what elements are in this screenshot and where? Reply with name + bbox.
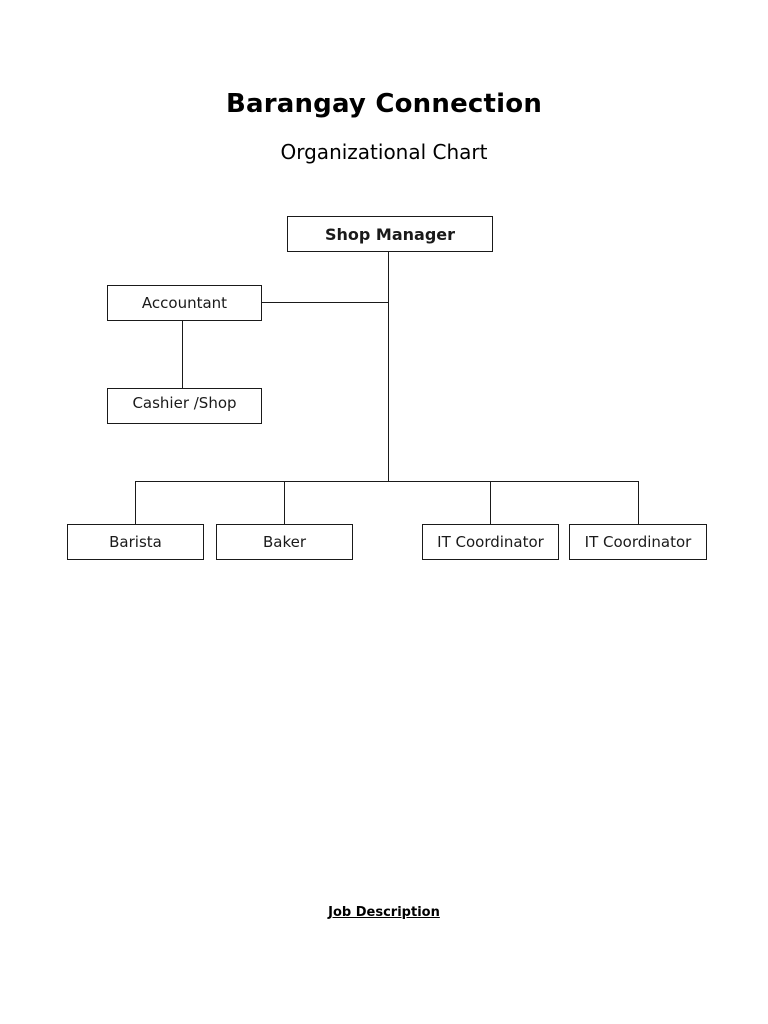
connector-drop-baker bbox=[284, 481, 285, 524]
node-it-coordinator-2-label: IT Coordinator bbox=[584, 532, 692, 551]
node-barista[interactable]: Barista bbox=[67, 524, 204, 560]
node-shop-manager-label: Shop Manager bbox=[324, 224, 456, 244]
connector-drop-it-coordinator-1 bbox=[490, 481, 491, 524]
node-cashier-shop-label: Cashier /Shop bbox=[132, 394, 237, 412]
node-accountant-label: Accountant bbox=[141, 293, 228, 312]
node-it-coordinator-1-label: IT Coordinator bbox=[437, 532, 544, 551]
node-cashier-shop[interactable]: Cashier /Shop bbox=[107, 388, 262, 424]
connector-drop-barista bbox=[135, 481, 136, 524]
node-baker[interactable]: Baker bbox=[216, 524, 353, 560]
node-shop-manager[interactable]: Shop Manager bbox=[287, 216, 493, 252]
page-subtitle: Organizational Chart bbox=[280, 140, 488, 164]
node-accountant[interactable]: Accountant bbox=[107, 285, 262, 321]
connector-trunk-vertical bbox=[388, 252, 389, 482]
node-it-coordinator-2[interactable]: IT Coordinator bbox=[569, 524, 707, 560]
node-barista-label: Barista bbox=[109, 532, 162, 551]
page-title: Barangay Connection bbox=[225, 89, 543, 119]
connector-accountant-to-cashier bbox=[182, 321, 183, 388]
org-chart: Shop Manager Accountant Cashier /Shop Ba… bbox=[67, 216, 707, 560]
job-description-heading: Job Description bbox=[328, 905, 440, 920]
connector-bottom-bus bbox=[135, 481, 639, 482]
connector-drop-it-coordinator-2 bbox=[638, 481, 639, 524]
connector-accountant-to-trunk bbox=[262, 302, 389, 303]
node-baker-label: Baker bbox=[262, 532, 307, 551]
node-it-coordinator-1[interactable]: IT Coordinator bbox=[422, 524, 559, 560]
